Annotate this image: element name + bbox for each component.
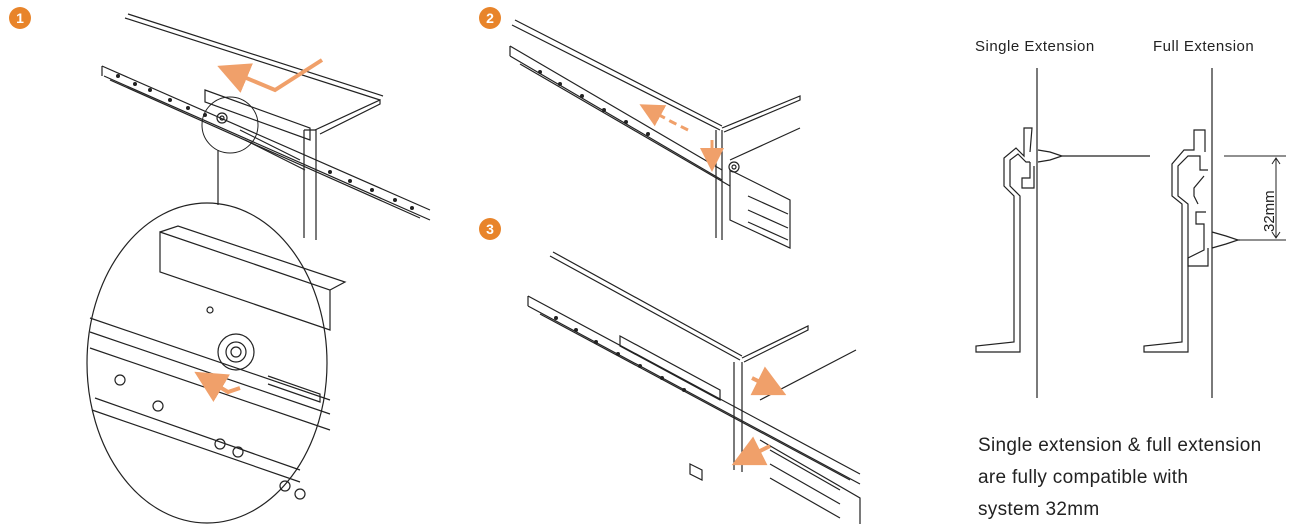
step-2-badge: 2 xyxy=(479,7,501,29)
step-1-slide-arrow xyxy=(217,58,324,93)
full-extension-label: Full Extension xyxy=(1153,38,1255,55)
step-3-badge: 3 xyxy=(479,218,501,240)
step-1-illustration xyxy=(86,13,431,524)
step-3-illustration xyxy=(527,251,861,524)
note-line-3: system 32mm xyxy=(978,499,1100,520)
step-3-clip-arrow xyxy=(731,436,771,466)
step-1-badge: 1 xyxy=(9,7,31,29)
dimension-marker xyxy=(1224,155,1286,241)
single-extension-label: Single Extension xyxy=(975,38,1095,55)
step-3-push-arrow xyxy=(750,366,787,396)
single-extension-profile xyxy=(975,68,1150,398)
step-2-lift-arrow xyxy=(639,104,689,132)
step-2-illustration xyxy=(509,19,801,249)
note-line-1: Single extension & full extension xyxy=(978,435,1262,456)
step-1-detail-arrow xyxy=(194,371,241,402)
note-line-2: are fully compatible with xyxy=(978,467,1189,488)
full-extension-profile xyxy=(1143,68,1240,398)
compatibility-note: Single extension & full extension are fu… xyxy=(978,430,1288,526)
